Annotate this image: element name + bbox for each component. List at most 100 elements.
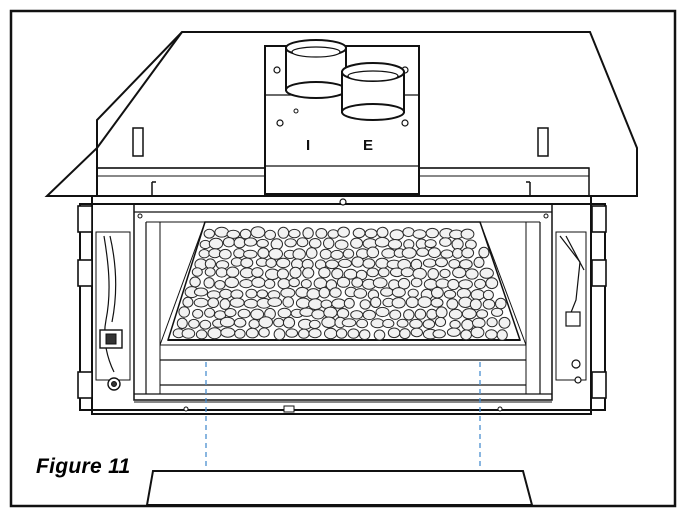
ember-stone [478, 246, 490, 259]
ember-stone [412, 229, 427, 240]
ember-stone [336, 276, 351, 288]
ember-stone [282, 296, 295, 308]
ember-stone [402, 227, 415, 238]
ember-stone [219, 316, 235, 328]
ember-stone [189, 276, 201, 288]
ember-stone [446, 327, 461, 337]
ember-stone [276, 268, 289, 280]
ember-stone [208, 248, 222, 259]
ember-stone [277, 278, 291, 290]
ember-stone [337, 226, 350, 238]
ember-stone [245, 288, 258, 299]
ember-stone [350, 310, 364, 320]
ember-stone [251, 267, 264, 278]
ember-stone [410, 327, 423, 338]
ember-stone [214, 280, 226, 290]
ember-stone [482, 299, 496, 310]
ember-stone [218, 248, 232, 260]
ember-stone [458, 296, 473, 308]
ember-stone [224, 308, 237, 318]
ember-stone [267, 297, 283, 308]
ember-stone [204, 307, 216, 318]
ember-stone [277, 226, 290, 239]
ember-stone [334, 239, 349, 250]
ember-stone [250, 308, 265, 320]
ember-stone [375, 257, 390, 269]
ember-stone [256, 289, 269, 299]
ember-stone [362, 309, 376, 321]
ember-stone [396, 318, 409, 328]
ember-stone [331, 268, 344, 280]
ember-stone [452, 248, 464, 259]
ember-stone [416, 247, 430, 257]
ember-stone [451, 238, 464, 251]
ember-stone [409, 318, 423, 329]
ember-stone [359, 299, 371, 310]
ember-stone [321, 316, 337, 329]
ember-stone [422, 258, 437, 268]
ember-stone [425, 227, 439, 239]
ember-stone [188, 318, 200, 329]
ember-stone [343, 297, 355, 309]
ember-stone [284, 238, 297, 248]
ember-stone [374, 236, 390, 248]
ember-stone [233, 248, 246, 259]
ember-stone [427, 268, 440, 280]
ember-stone [237, 308, 251, 319]
ember-stone [351, 256, 365, 268]
ember-stone [366, 267, 379, 278]
ember-stone [257, 247, 270, 259]
ember-stone [318, 286, 330, 299]
ember-stone [258, 316, 274, 329]
ember-stone [300, 279, 312, 289]
ember-stone [412, 267, 427, 280]
ember-stone [447, 278, 460, 291]
ember-stone [282, 316, 296, 329]
ember-stone [203, 277, 215, 289]
ember-stone [341, 318, 357, 328]
ember-stone [230, 289, 244, 300]
ember-stone [325, 259, 340, 270]
ember-stone [424, 239, 437, 249]
ember-stone [233, 237, 246, 249]
ember-stone [434, 316, 447, 328]
glass-panel [145, 470, 534, 506]
ember-stone [391, 287, 406, 298]
ember-stone [342, 248, 355, 259]
ember-stone [208, 237, 224, 250]
ember-stone [448, 259, 461, 269]
ember-stone [338, 258, 352, 268]
ember-stone [308, 328, 322, 339]
ember-stone [276, 257, 291, 269]
ember-stone [380, 287, 394, 297]
ember-stone [476, 309, 489, 319]
ember-stone [268, 248, 284, 260]
figure-caption: Figure 11 [36, 455, 131, 478]
ember-stone [370, 296, 382, 308]
ember-stone [335, 328, 348, 339]
inlet-label-exhaust: E [363, 137, 373, 154]
ember-stone [195, 329, 208, 340]
ember-stone [265, 258, 277, 268]
ember-stone [319, 248, 332, 260]
ember-stone [443, 289, 457, 299]
ember-stone [198, 249, 211, 259]
ember-stone [203, 228, 216, 239]
ember-stone [469, 298, 482, 311]
ember-stone [403, 309, 415, 321]
ember-stone [323, 306, 338, 319]
ember-stone [495, 297, 507, 310]
ember-stone [347, 328, 360, 339]
ember-stone [280, 287, 296, 298]
ember-stone [193, 287, 209, 297]
ember-stone [215, 267, 228, 278]
ember-stone [178, 306, 190, 318]
ember-stone [496, 329, 508, 341]
ember-stone [474, 278, 487, 290]
ember-stone [305, 247, 318, 259]
ember-stone [387, 239, 403, 250]
ember-stone [485, 329, 498, 340]
ember-stone [381, 248, 396, 259]
ember-stone [446, 298, 459, 310]
ember-stone [498, 316, 511, 329]
